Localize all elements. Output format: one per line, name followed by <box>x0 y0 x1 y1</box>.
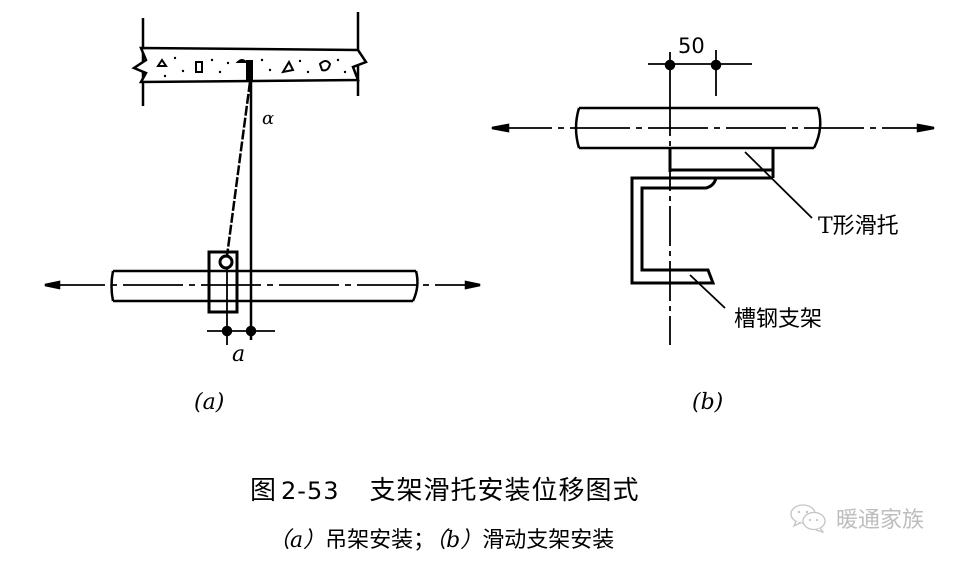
arrow-right-icon <box>916 123 935 133</box>
panel-a-drawing <box>44 12 481 345</box>
pipe-clamp <box>207 250 239 314</box>
panel-b-label: (b) <box>692 390 724 415</box>
channel-bracket-callout: 槽钢支架 <box>734 307 823 332</box>
subcaption-b-text: 滑动支架安装 <box>482 528 615 553</box>
watermark-text: 暖通家族 <box>836 508 925 533</box>
clamp-bolt <box>218 254 234 270</box>
panel-a-label: (a) <box>194 390 225 415</box>
subcaption-a-tag: （a） <box>268 528 326 553</box>
dimension-50-label: 50 <box>678 34 705 58</box>
arrow-right-icon <box>464 280 481 290</box>
t-slide-callout: T形滑托 <box>818 214 899 239</box>
panel-b-drawing <box>491 50 935 345</box>
angle-alpha-label: α <box>262 108 275 129</box>
figure-subcaption: （a）吊架安装；（b）滑动支架安装 <box>268 522 614 554</box>
figure-number: 2-53 <box>281 477 340 505</box>
pipe-b <box>491 106 935 150</box>
offset-a-label: a <box>232 342 246 367</box>
hanger-rod <box>225 81 252 257</box>
figure-prefix: 图 <box>250 476 278 506</box>
leader-t-slide <box>744 151 813 219</box>
channel-bracket <box>630 176 718 285</box>
concrete-slab <box>131 46 368 84</box>
watermark: 暖通家族 <box>790 502 924 534</box>
arrow-left-icon <box>44 280 61 290</box>
subcaption-b-tag: （b） <box>435 528 483 553</box>
arrow-left-icon <box>491 123 510 133</box>
figure-title: 支架滑托安装位移图式 <box>369 476 640 506</box>
leader-bracket <box>689 274 726 309</box>
subcaption-a-text: 吊架安装； <box>325 528 436 553</box>
pipe-a <box>44 269 481 303</box>
t-slide-shoe <box>668 148 775 180</box>
wechat-icon <box>790 504 826 533</box>
